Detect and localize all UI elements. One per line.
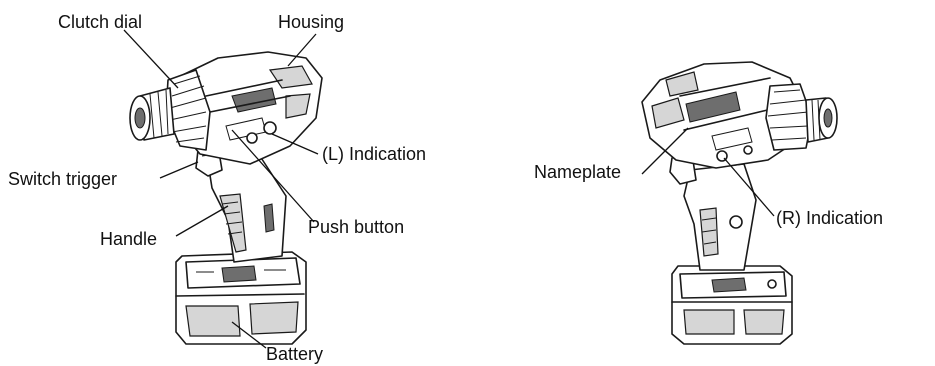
label-battery: Battery [266, 344, 324, 364]
leader-r-indication [723, 157, 775, 217]
leader-housing [287, 33, 317, 67]
right-housing [641, 61, 807, 169]
leader-l-indication [271, 133, 319, 155]
leader-push-button [231, 129, 315, 223]
leader-handle [175, 205, 229, 237]
label-nameplate: Nameplate [534, 162, 622, 182]
right-tool-illustration [641, 61, 838, 345]
label-push-button: Push button [308, 217, 405, 237]
left-chuck [129, 87, 175, 141]
right-clutch-dial [765, 83, 813, 151]
label-r-indication: (R) Indication [776, 208, 884, 228]
right-handle [683, 163, 757, 271]
leader-nameplate [641, 127, 689, 175]
label-switch-trigger: Switch trigger [8, 169, 118, 189]
left-tool-illustration [129, 51, 323, 345]
right-battery-pack [671, 265, 793, 345]
label-l-indication: (L) Indication [322, 144, 427, 164]
left-handle [205, 149, 287, 263]
label-clutch-dial: Clutch dial [58, 12, 143, 32]
right-chuck [805, 97, 838, 143]
label-handle: Handle [100, 229, 158, 249]
leader-battery [231, 321, 267, 349]
left-battery-pack [175, 251, 307, 345]
leader-switch-trigger [159, 161, 199, 179]
leader-lines [123, 29, 775, 349]
label-housing: Housing [278, 12, 345, 32]
leader-clutch-dial [123, 29, 179, 89]
